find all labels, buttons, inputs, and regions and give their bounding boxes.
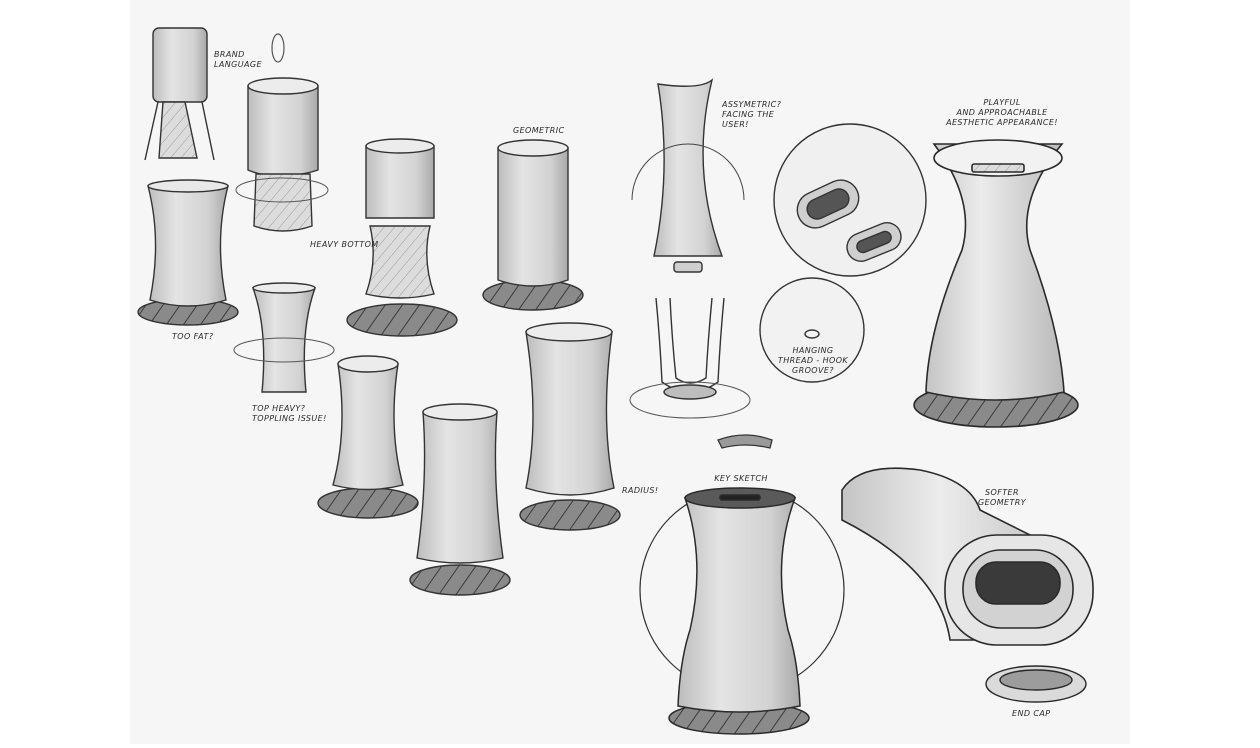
label-hanging-thread: HANGING THREAD - HOOK GROOVE? [777, 346, 849, 375]
label-playful: PLAYFUL AND APPROACHABLE AESTHETIC APPEA… [946, 98, 1058, 127]
detail-circle-hanging [759, 277, 865, 383]
sketch-radius [519, 322, 621, 531]
label-assymetric: ASSYMETRIC? FACING THE USER! [722, 100, 782, 129]
sketch-playful [913, 139, 1079, 428]
sketch-key [639, 487, 845, 735]
sketch-brand-language [144, 27, 215, 161]
label-radius: RADIUS! [622, 486, 659, 495]
sketch-assymetric [631, 78, 745, 273]
label-end-cap: END CAP [1012, 709, 1051, 718]
label-softer-geometry: SOFTER GEOMETRY [977, 488, 1027, 507]
label-too-fat: TOO FAT? [172, 332, 214, 341]
sketch-top-heavy [233, 282, 335, 393]
label-heavy-bottom: HEAVY BOTTOM [310, 240, 379, 249]
label-key-sketch: KEY SKETCH [714, 474, 768, 483]
sketch-end-cap [985, 665, 1087, 703]
label-geometric: GEOMETRIC [513, 126, 565, 135]
sketch-softer-geometry [841, 467, 1094, 646]
sketch-heavy-bottom-a [235, 77, 329, 232]
sketch-tall-low [409, 403, 511, 596]
label-brand-language: BRAND LANGUAGE [214, 50, 262, 69]
sketch-ring [271, 33, 285, 63]
label-top-heavy: TOP HEAVY? TOPPLING ISSUE! [252, 404, 327, 423]
sketch-geometric [482, 139, 584, 311]
sketch-heavy-bottom-b [346, 138, 458, 337]
detail-circle-slot [773, 123, 927, 277]
sketch-hook [717, 434, 773, 449]
sketch-hanging-cross-section [629, 297, 751, 419]
sketch-mid-small [317, 355, 419, 519]
sketch-too-fat [137, 179, 239, 326]
